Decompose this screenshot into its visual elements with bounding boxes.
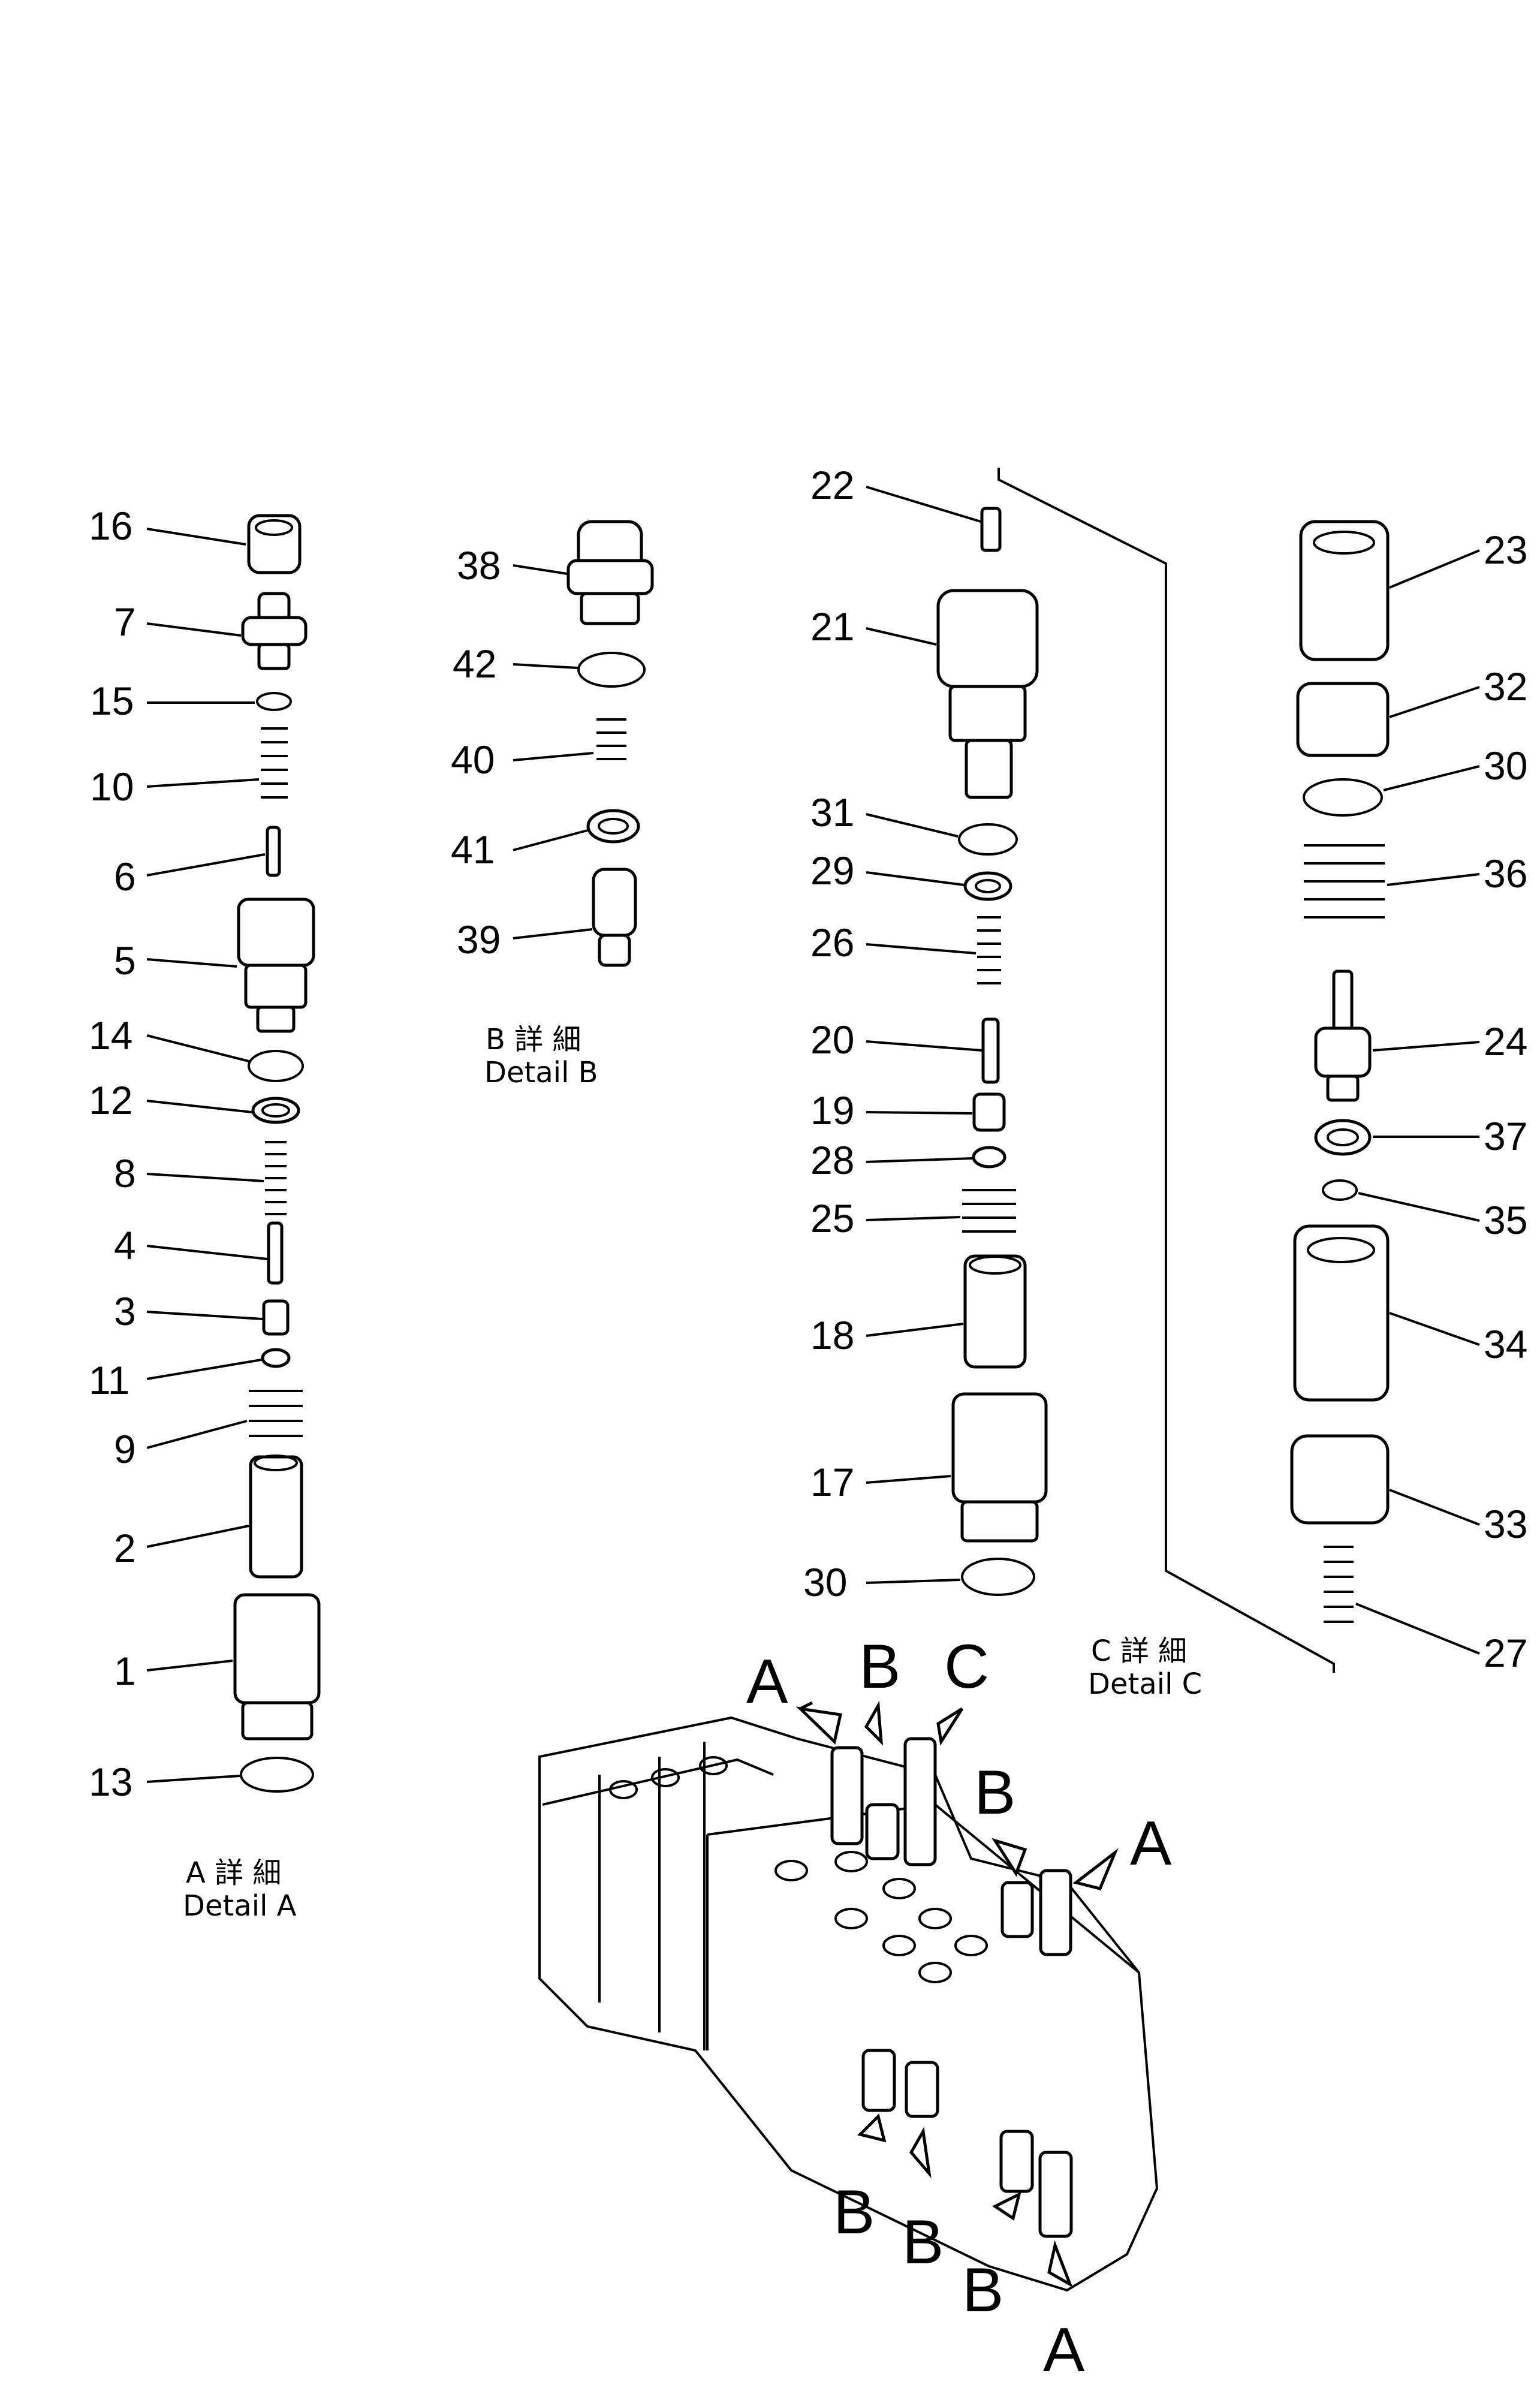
callout-c-28: 28 [810, 1138, 854, 1182]
callout-b-38: 38 [457, 543, 501, 588]
callout-c-30-left: 30 [803, 1560, 847, 1604]
marker-a-bottom: A [1043, 2315, 1085, 2385]
detail-a-callouts: 16 7 15 10 6 5 14 12 8 4 3 11 9 [89, 504, 268, 1804]
detail-c-parts-right [1290, 520, 1390, 1623]
detail-c-caption-jp: C 詳 細 [1091, 1634, 1187, 1668]
callout-c-20: 20 [810, 1017, 854, 1062]
marker-a-right: A [1130, 1809, 1172, 1878]
valve-ports [609, 1756, 988, 1983]
detail-c-callouts-left: 22 21 31 29 26 20 19 28 25 18 17 30 [803, 463, 983, 1604]
callout-a-8: 8 [114, 1151, 136, 1195]
callout-a-11: 11 [89, 1358, 130, 1402]
detail-c-caption-en: Detail C [1088, 1667, 1202, 1701]
callout-a-5: 5 [114, 938, 136, 983]
callout-c-17: 17 [810, 1460, 854, 1504]
callout-c-30-right: 30 [1484, 743, 1527, 788]
callout-b-42: 42 [453, 642, 496, 686]
callout-c-36: 36 [1484, 851, 1527, 896]
detail-b-group: 38 42 40 41 39 B 詳 細 Detail B [451, 520, 654, 1089]
callout-c-32: 32 [1484, 664, 1527, 709]
callout-c-21: 21 [810, 604, 854, 649]
callout-a-10: 10 [90, 764, 134, 809]
detail-c-bracket [997, 468, 1335, 1673]
callout-c-22: 22 [810, 463, 854, 507]
detail-c-group: 22 21 31 29 26 20 19 28 25 18 17 30 [803, 463, 1527, 1701]
callout-a-6: 6 [114, 854, 136, 899]
detail-c-parts-left [936, 507, 1048, 1596]
callout-a-16: 16 [89, 504, 132, 548]
callout-a-2: 2 [114, 1526, 136, 1570]
callout-c-35: 35 [1484, 1198, 1527, 1242]
detail-a-parts [233, 514, 321, 1793]
callout-c-37: 37 [1484, 1114, 1527, 1158]
detail-a-caption-jp: A 詳 細 [186, 1856, 281, 1890]
detail-c-callouts-right: 23 32 30 36 24 37 35 34 33 27 [1355, 528, 1527, 1675]
detail-b-caption-jp: B 詳 細 [486, 1023, 581, 1056]
marker-a-top-left: A [746, 1647, 788, 1717]
callout-a-1: 1 [114, 1649, 136, 1693]
callout-c-25: 25 [810, 1196, 854, 1240]
callout-c-23: 23 [1484, 528, 1527, 572]
marker-b-bottom-2: B [902, 2208, 944, 2277]
callout-c-26: 26 [810, 920, 854, 965]
detail-b-parts [566, 520, 654, 967]
callout-c-29: 29 [810, 848, 854, 893]
marker-b-bottom-1: B [833, 2178, 875, 2247]
detail-a-caption-en: Detail A [183, 1889, 297, 1923]
marker-b-top: B [859, 1632, 900, 1702]
detail-b-caption-en: Detail B [484, 1056, 598, 1089]
callout-c-31: 31 [810, 790, 854, 835]
callout-a-4: 4 [114, 1223, 136, 1267]
callout-b-40: 40 [451, 737, 495, 782]
callout-c-33: 33 [1484, 1502, 1527, 1546]
callout-a-9: 9 [114, 1427, 136, 1471]
callout-a-13: 13 [89, 1760, 132, 1804]
callout-a-15: 15 [90, 679, 134, 723]
callout-a-3: 3 [114, 1289, 136, 1333]
callout-c-27: 27 [1484, 1631, 1527, 1675]
callout-c-19: 19 [810, 1088, 854, 1133]
valve-assembly: A B C B A B B B A [538, 1632, 1172, 2385]
callout-a-7: 7 [114, 600, 136, 644]
callout-a-14: 14 [89, 1013, 132, 1058]
callout-b-39: 39 [457, 917, 501, 962]
callout-a-12: 12 [89, 1078, 132, 1122]
marker-b-right: B [974, 1758, 1015, 1827]
detail-b-callouts: 38 42 40 41 39 [451, 543, 594, 962]
callout-b-41: 41 [451, 827, 495, 872]
marker-c-top: C [944, 1632, 989, 1702]
assembly-arrows [795, 1700, 1119, 2288]
callout-c-24: 24 [1484, 1019, 1527, 1064]
installed-cartridges [830, 1737, 1073, 2238]
marker-b-bottom-3: B [962, 2255, 1003, 2325]
detail-a-group: 16 7 15 10 6 5 14 12 8 4 3 11 9 [89, 504, 321, 1923]
callout-c-34: 34 [1484, 1322, 1527, 1366]
callout-c-18: 18 [810, 1313, 854, 1357]
